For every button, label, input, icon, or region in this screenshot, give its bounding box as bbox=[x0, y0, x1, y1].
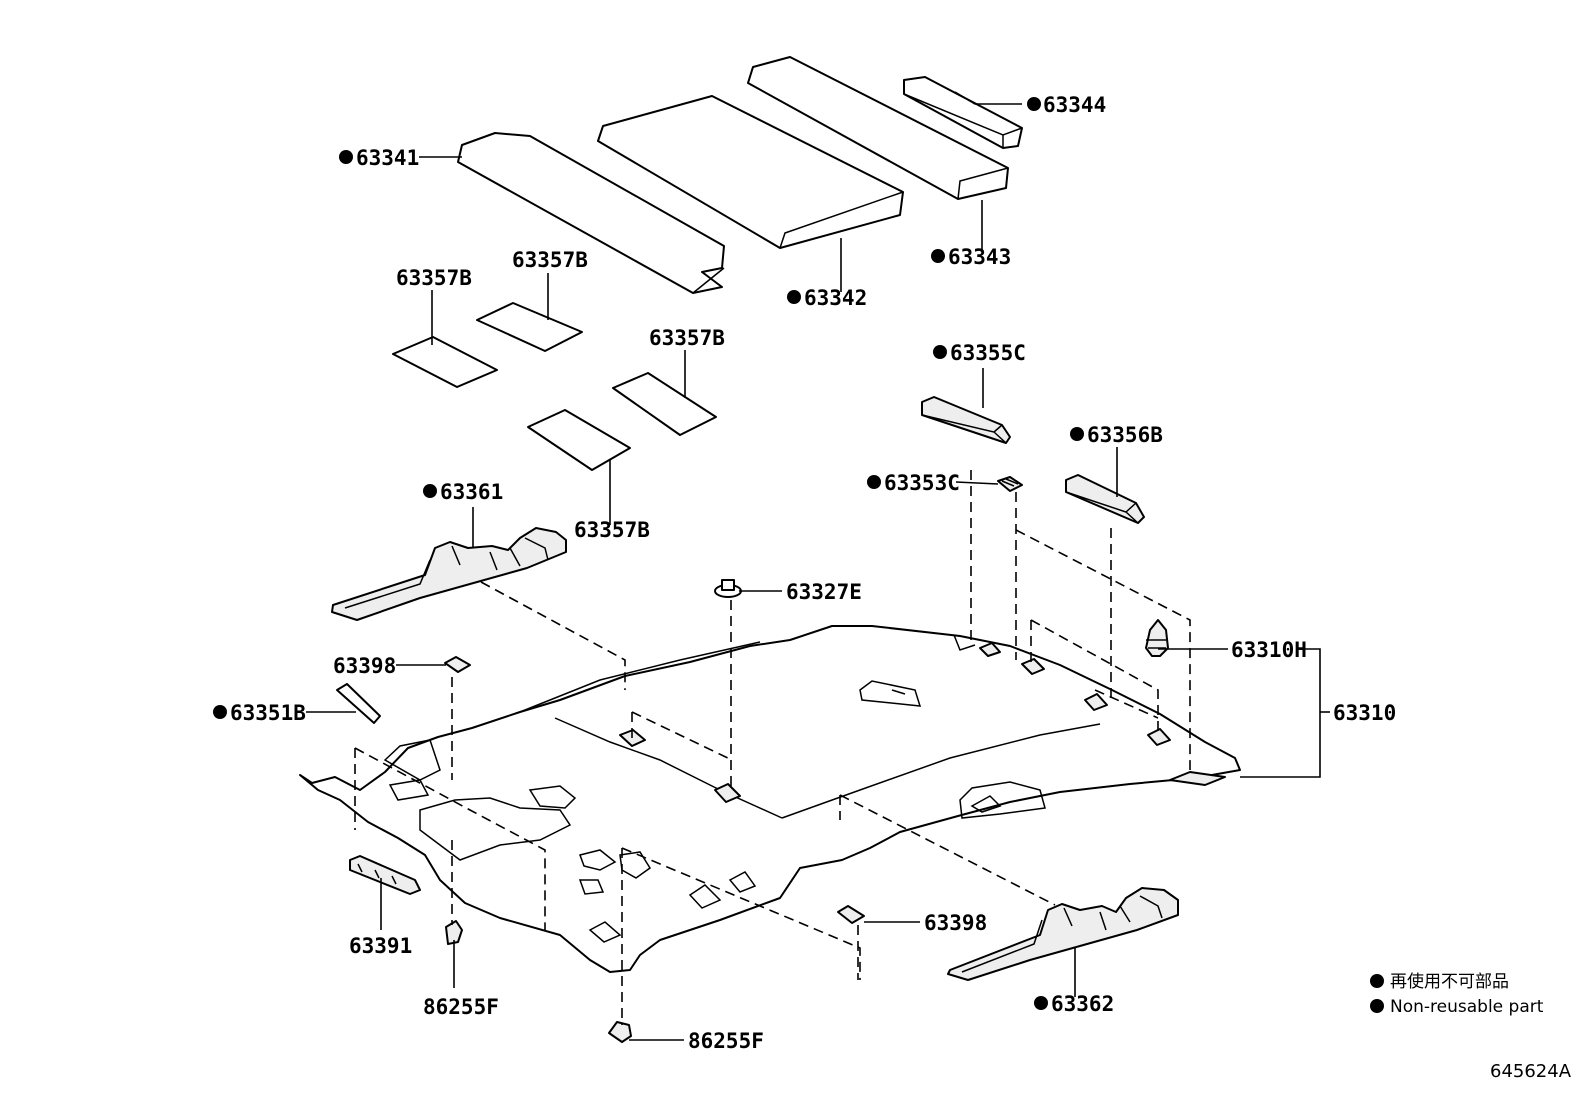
non-reusable-dot-63351b bbox=[213, 705, 227, 719]
non-reusable-dot-63361 bbox=[423, 484, 437, 498]
legend-dot-english bbox=[1370, 999, 1384, 1013]
legend-english: Non-reusable part bbox=[1390, 997, 1544, 1017]
non-reusable-dot-63344 bbox=[1027, 97, 1041, 111]
label-63355c: 63355C bbox=[950, 341, 1026, 365]
label-63356b: 63356B bbox=[1087, 423, 1163, 447]
panel-63361[interactable] bbox=[331, 527, 567, 621]
sheet-63357b-3[interactable] bbox=[612, 372, 717, 436]
sheet-63357b-4[interactable] bbox=[527, 409, 631, 471]
bracket-63356b[interactable] bbox=[1065, 474, 1145, 524]
diagram-code: 645624A bbox=[1490, 1061, 1572, 1082]
clip-63310h[interactable] bbox=[1145, 619, 1169, 657]
label-63344: 63344 bbox=[1043, 93, 1106, 117]
leader-lines bbox=[306, 91, 1330, 1041]
label-63342: 63342 bbox=[804, 286, 867, 310]
pad-63342[interactable] bbox=[597, 95, 904, 249]
clip-63398-lower[interactable] bbox=[837, 905, 865, 924]
label-63357b-1: 63357B bbox=[396, 266, 472, 290]
clip-86255f-left[interactable] bbox=[445, 920, 463, 945]
non-reusable-dot-63356b bbox=[1070, 427, 1084, 441]
dashed-lines bbox=[354, 470, 1191, 1025]
label-63391: 63391 bbox=[349, 934, 412, 958]
non-reusable-dot-63353c bbox=[867, 475, 881, 489]
label-63398-lower: 63398 bbox=[924, 911, 987, 935]
label-63362: 63362 bbox=[1051, 992, 1114, 1016]
label-63341: 63341 bbox=[356, 146, 419, 170]
sheet-63357b-1[interactable] bbox=[392, 336, 498, 388]
pad-63341[interactable] bbox=[457, 132, 725, 294]
bracket-63391[interactable] bbox=[349, 855, 421, 895]
legend-dot-japanese bbox=[1370, 974, 1384, 988]
label-63361: 63361 bbox=[440, 480, 503, 504]
label-63357b-4: 63357B bbox=[574, 518, 650, 542]
clip-63398-upper[interactable] bbox=[444, 656, 471, 673]
label-63357b-3: 63357B bbox=[649, 326, 725, 350]
label-63351b: 63351B bbox=[230, 701, 306, 725]
non-reusable-dot-63362 bbox=[1034, 996, 1048, 1010]
non-reusable-dot-63341 bbox=[339, 150, 353, 164]
pad-63344[interactable] bbox=[903, 76, 1023, 149]
non-reusable-dot-63343 bbox=[931, 249, 945, 263]
label-63353c: 63353C bbox=[884, 471, 960, 495]
sheet-63357b-2[interactable] bbox=[476, 302, 583, 352]
headliner-63310[interactable] bbox=[299, 625, 1241, 973]
legend: 再使用不可部品 Non-reusable part bbox=[1390, 971, 1544, 1017]
panel-63362[interactable] bbox=[947, 887, 1179, 981]
label-86255f-left: 86255F bbox=[423, 995, 499, 1019]
clip-63353c[interactable] bbox=[997, 476, 1023, 492]
clip-86255f-bottom[interactable] bbox=[608, 1021, 632, 1043]
label-86255f-bottom: 86255F bbox=[688, 1029, 764, 1053]
label-63343: 63343 bbox=[948, 245, 1011, 269]
legend-japanese: 再使用不可部品 bbox=[1390, 971, 1509, 992]
non-reusable-dot-63355c bbox=[933, 345, 947, 359]
part-labels: 63344 63341 63343 63342 63357B 63357B 63… bbox=[230, 93, 1396, 1053]
clip-63327e[interactable] bbox=[714, 579, 742, 598]
non-reusable-dots bbox=[213, 97, 1384, 1013]
bracket-63355c[interactable] bbox=[921, 396, 1011, 444]
label-63310: 63310 bbox=[1333, 701, 1396, 725]
pad-63343[interactable] bbox=[747, 56, 1009, 200]
label-63310h: 63310H bbox=[1231, 638, 1307, 662]
strip-63351b[interactable] bbox=[336, 683, 381, 724]
label-63327e: 63327E bbox=[786, 580, 862, 604]
label-63357b-2: 63357B bbox=[512, 248, 588, 272]
label-63398-upper: 63398 bbox=[333, 654, 396, 678]
non-reusable-dot-63342 bbox=[787, 290, 801, 304]
